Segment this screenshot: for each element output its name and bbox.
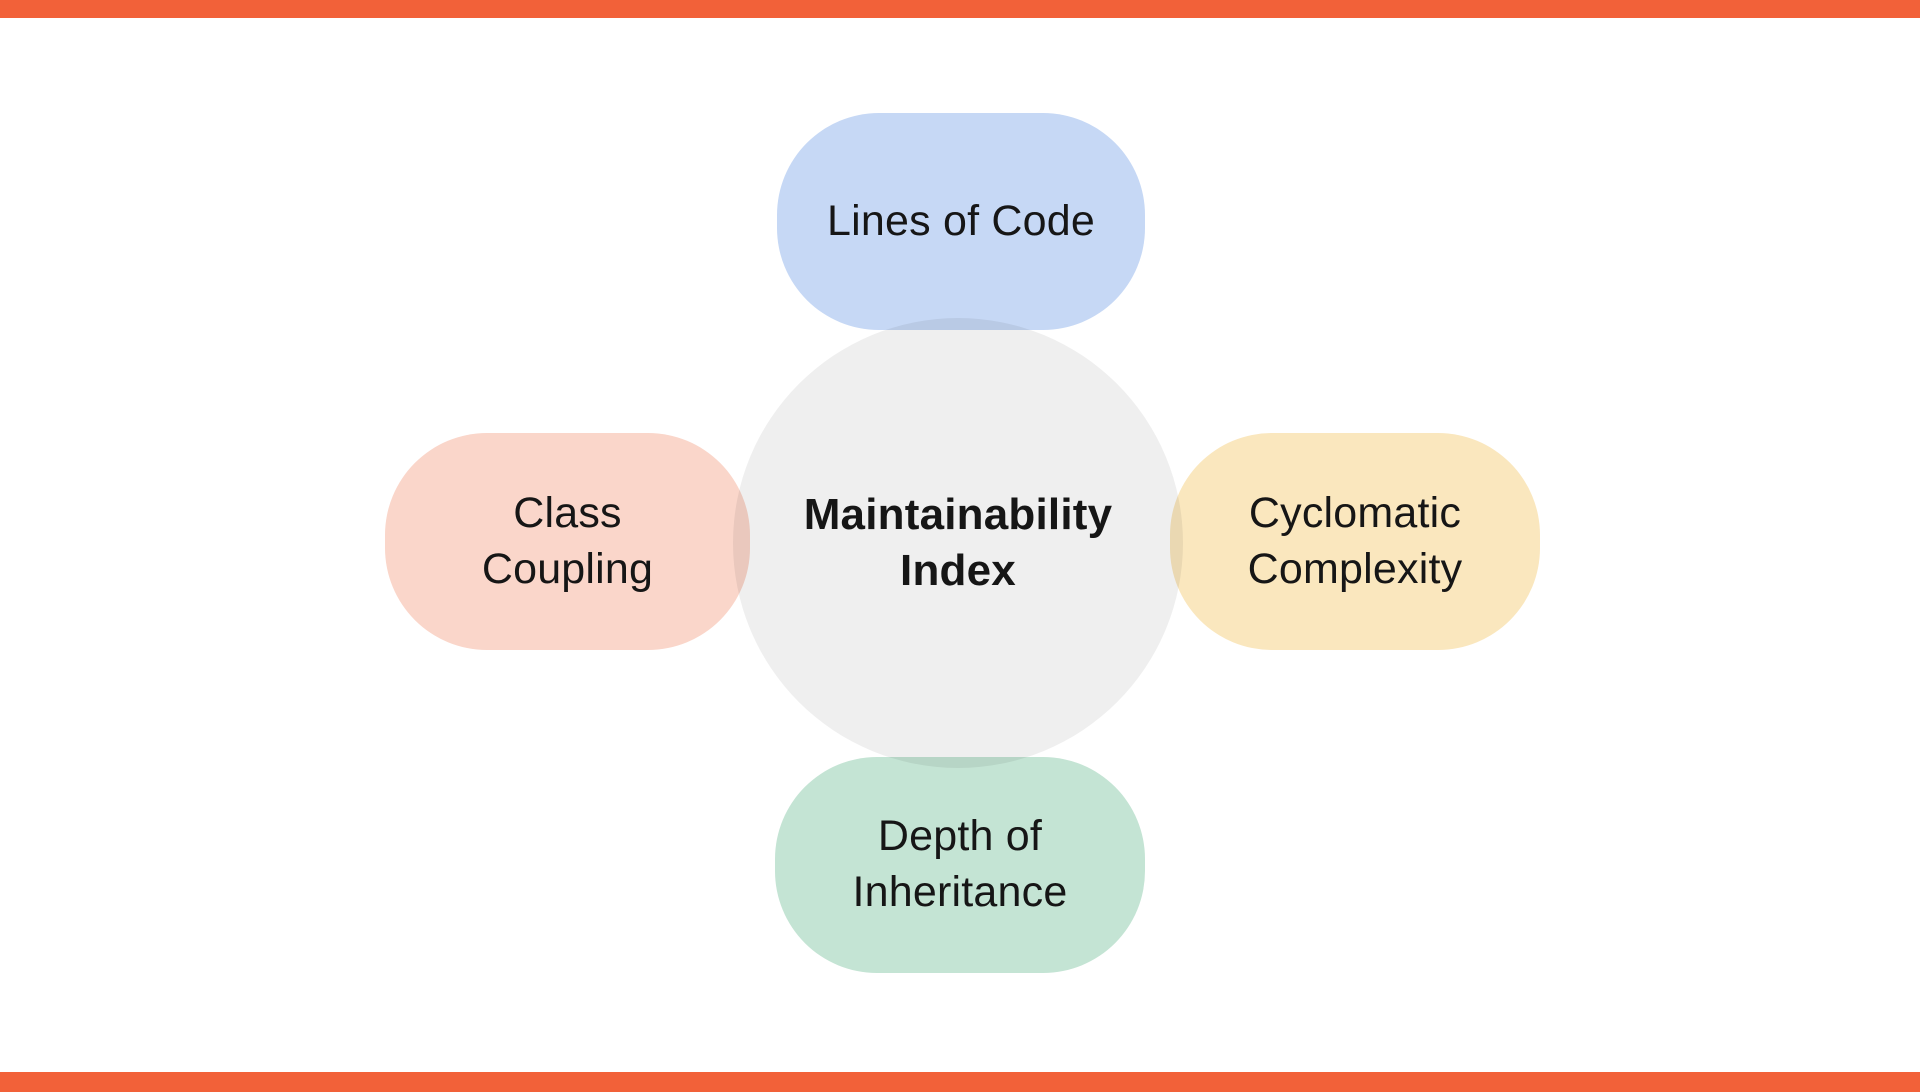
top-accent-bar — [0, 0, 1920, 18]
node-lines-of-code: Lines of Code — [777, 113, 1145, 330]
node-cyclomatic-complexity: Cyclomatic Complexity — [1170, 433, 1540, 650]
node-lines-of-code-label: Lines of Code — [827, 196, 1095, 245]
node-class-coupling-label: Class Coupling — [481, 488, 654, 593]
bottom-accent-bar — [0, 1072, 1920, 1092]
node-depth-of-inheritance: Depth of Inheritance — [775, 757, 1145, 973]
node-class-coupling: Class Coupling — [385, 433, 750, 650]
node-depth-of-inheritance-label: Depth of Inheritance — [852, 812, 1068, 916]
center-node-label: Maintainability Index — [803, 489, 1113, 595]
node-cyclomatic-complexity-label: Cyclomatic Complexity — [1247, 488, 1463, 593]
center-node-maintainability-index: Maintainability Index — [733, 318, 1183, 768]
